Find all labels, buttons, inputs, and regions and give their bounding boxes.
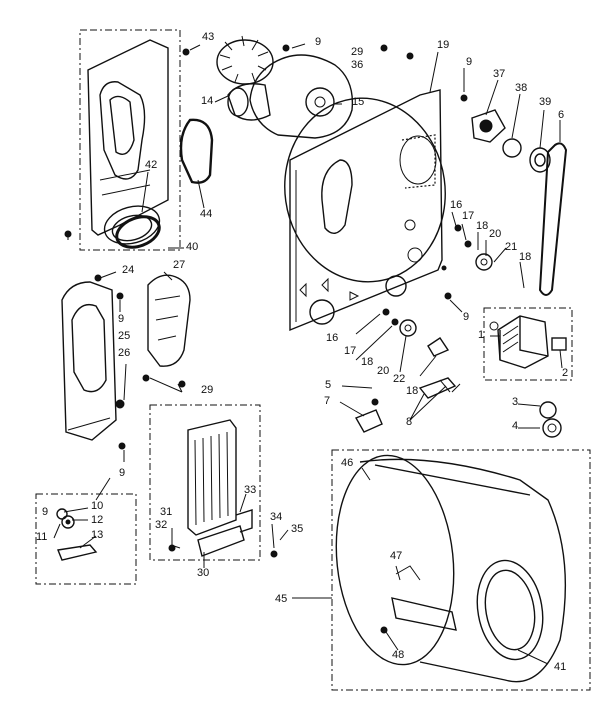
- callout-44: 44: [200, 208, 213, 220]
- callout-7: 7: [324, 395, 331, 407]
- duct-gasket-ring: [115, 215, 161, 249]
- callout-29: 29: [351, 46, 364, 58]
- callout-17: 17: [344, 345, 357, 357]
- callout-29: 29: [201, 384, 214, 396]
- callout-8: 8: [406, 416, 413, 428]
- callout-18: 18: [361, 356, 374, 368]
- callout-45: 45: [275, 593, 288, 605]
- callout-40: 40: [186, 241, 199, 253]
- callout-47: 47: [390, 550, 403, 562]
- callout-34: 34: [270, 511, 283, 523]
- callout-42: 42: [145, 159, 158, 171]
- callout-41: 41: [554, 661, 567, 673]
- blower-seal: [179, 118, 214, 184]
- idler-pulley-parts: [471, 109, 551, 173]
- callout-13: 13: [91, 529, 104, 541]
- front-duct: [61, 281, 117, 441]
- callout-9: 9: [466, 56, 473, 68]
- callout-12: 12: [91, 514, 104, 526]
- callout-18: 18: [519, 251, 532, 263]
- callout-18: 18: [476, 220, 489, 232]
- callout-10: 10: [91, 500, 104, 512]
- callout-3: 3: [512, 396, 519, 408]
- callout-17: 17: [462, 210, 475, 222]
- callout-36: 36: [351, 59, 364, 71]
- callout-25: 25: [118, 330, 131, 342]
- callout-9: 9: [118, 313, 125, 325]
- callout-27: 27: [173, 259, 186, 271]
- callout-16: 16: [450, 199, 463, 211]
- callout-9: 9: [119, 467, 126, 479]
- callout-20: 20: [377, 365, 390, 377]
- callout-21: 21: [505, 241, 518, 253]
- callout-2: 2: [562, 367, 569, 379]
- blower-housing: [227, 54, 354, 139]
- callout-1: 1: [478, 329, 485, 341]
- callout-30: 30: [197, 567, 210, 579]
- callout-37: 37: [493, 68, 506, 80]
- callout-48: 48: [392, 649, 405, 661]
- callout-16: 16: [326, 332, 339, 344]
- callout-4: 4: [512, 420, 519, 432]
- callout-32: 32: [155, 519, 168, 531]
- callout-9: 9: [42, 506, 49, 518]
- callout-31: 31: [160, 506, 173, 518]
- callout-20: 20: [489, 228, 502, 240]
- callout-39: 39: [539, 96, 552, 108]
- callout-22: 22: [393, 373, 406, 385]
- lint-screen-cover: [147, 274, 191, 367]
- blower-wheel: [216, 35, 274, 85]
- callout-46: 46: [341, 457, 354, 469]
- callout-19: 19: [437, 39, 450, 51]
- rear-duct-panel: [79, 29, 181, 251]
- callout-24: 24: [122, 264, 135, 276]
- callout-33: 33: [244, 484, 257, 496]
- callout-5: 5: [325, 379, 332, 391]
- bulkhead-panel: [284, 89, 446, 332]
- callout-15: 15: [352, 96, 365, 108]
- fasteners: [64, 44, 472, 558]
- small-parts-box: [35, 493, 137, 585]
- drive-belt: [538, 142, 568, 296]
- drum-assembly: [331, 449, 591, 691]
- callout-26: 26: [118, 347, 131, 359]
- leader-lines: [53, 43, 563, 665]
- callout-38: 38: [515, 82, 528, 94]
- callout-35: 35: [291, 523, 304, 535]
- callout-6: 6: [558, 109, 565, 121]
- motor-assembly: [483, 307, 573, 381]
- thermostat-parts: [354, 253, 562, 438]
- callout-18: 18: [406, 385, 419, 397]
- callout-14: 14: [201, 95, 214, 107]
- callout-11: 11: [36, 531, 48, 543]
- callout-9: 9: [463, 311, 470, 323]
- callout-9: 9: [315, 36, 322, 48]
- heater-assembly: [149, 404, 261, 561]
- callout-43: 43: [202, 31, 215, 43]
